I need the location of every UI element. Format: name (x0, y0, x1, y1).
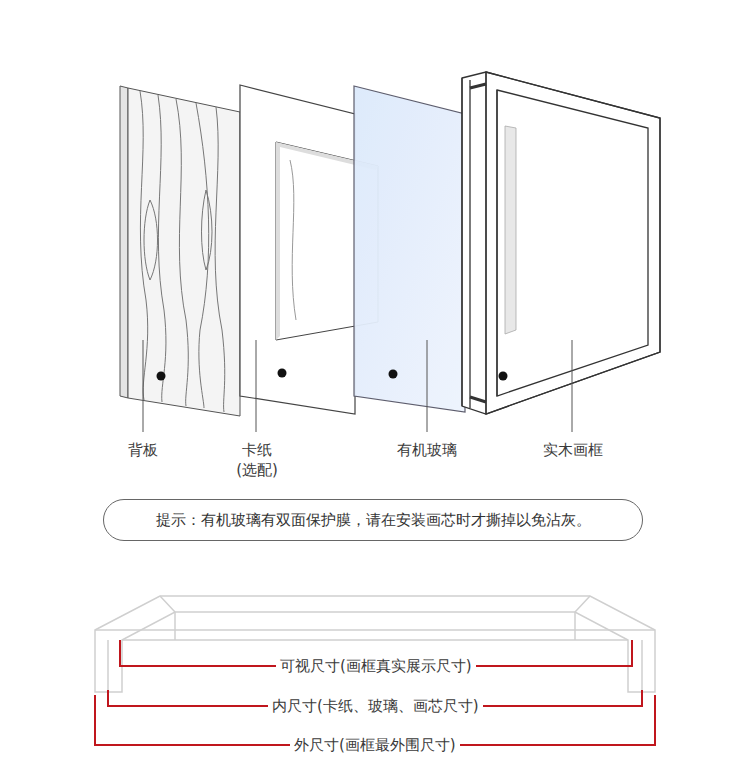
tip-text: 提示：有机玻璃有双面保护膜，请在安装画芯时才撕掉以免沾灰。 (104, 510, 642, 530)
part-label: 有机玻璃 (397, 440, 457, 460)
wood-frame (462, 72, 660, 414)
acrylic-glass (354, 86, 465, 412)
dimension-label: 内尺寸(卡纸、玻璃、画芯尺寸) (268, 696, 483, 716)
backboard (120, 86, 240, 416)
part-label: 实木画框 (543, 440, 603, 460)
leader-lines (143, 340, 572, 432)
frame-profile (95, 596, 655, 692)
dimension-label: 可视尺寸(画框真实展示尺寸) (276, 656, 476, 676)
tip-box: 提示：有机玻璃有双面保护膜，请在安装画芯时才撕掉以免沾灰。 (103, 499, 643, 541)
part-label: 卡纸 (选配) (234, 440, 280, 480)
callout-dots (157, 369, 508, 381)
part-label: 背板 (128, 440, 158, 460)
dimension-label: 外尺寸(画框最外围尺寸) (290, 735, 460, 755)
dimension-brackets (95, 640, 655, 745)
